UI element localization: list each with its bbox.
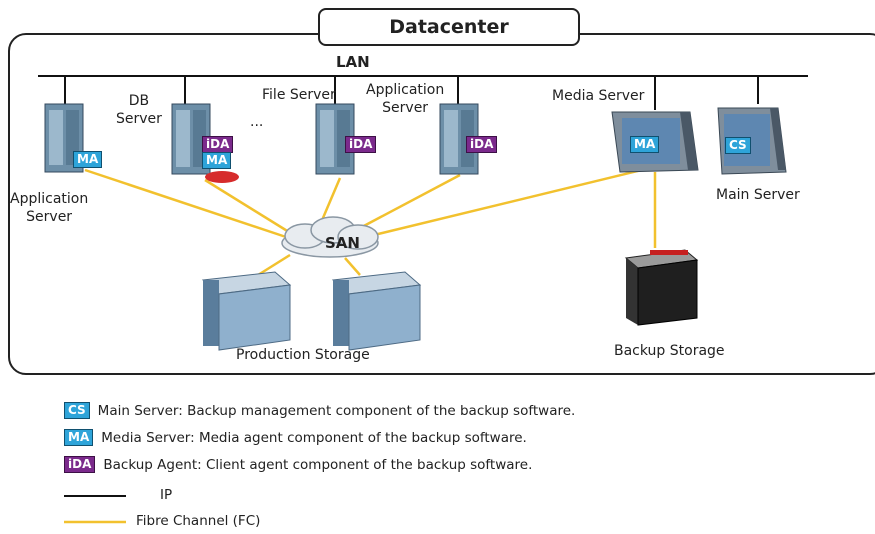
label-production-storage: Production Storage [236,347,370,363]
label-media-server: Media Server [552,88,645,104]
tag-ma-db: MA [202,152,232,169]
legend-text-ida: Backup Agent: Client agent component of … [103,456,533,473]
legend-item-cs: CS Main Server: Backup management compon… [64,402,575,419]
tag-ida-file: iDA [345,136,377,153]
legend-fc-label: Fibre Channel (FC) [136,513,261,529]
storage-array-right [331,271,422,351]
datacenter-title: Datacenter [318,8,580,46]
label-file-server: File Server [262,87,336,103]
san-label: SAN [325,234,360,252]
san-cloud [281,216,379,258]
storage-array-left [201,271,292,351]
backup-storage-unit [624,249,699,326]
label-db-server: DB Server [116,93,162,127]
rack-server-file [315,103,355,175]
legend-text-ma: Media Server: Media agent component of t… [101,429,527,446]
tag-ma-app-left: MA [73,151,103,168]
legend-item-ma: MA Media Server: Media agent component o… [64,429,527,446]
legend-tag-ida: iDA [64,456,96,473]
tag-ida-app-right: iDA [466,136,498,153]
legend-ip-label: IP [160,487,173,503]
label-application-server-left: Application Server [10,191,89,225]
label-ellipsis: ... [250,114,264,130]
legend-tag-cs: CS [64,402,90,419]
label-application-server-right: Application Server [366,82,445,116]
tag-ida-db: iDA [202,136,234,153]
tag-ma-media: MA [630,136,660,153]
legend-text-cs: Main Server: Backup management component… [97,402,576,419]
label-main-server: Main Server [716,187,800,203]
tag-cs-main: CS [725,137,751,154]
legend-tag-ma: MA [64,429,94,446]
label-backup-storage: Backup Storage [614,343,725,359]
fc-lines [84,166,657,277]
lan-label: LAN [336,53,370,71]
legend-item-ida: iDA Backup Agent: Client agent component… [64,456,532,473]
